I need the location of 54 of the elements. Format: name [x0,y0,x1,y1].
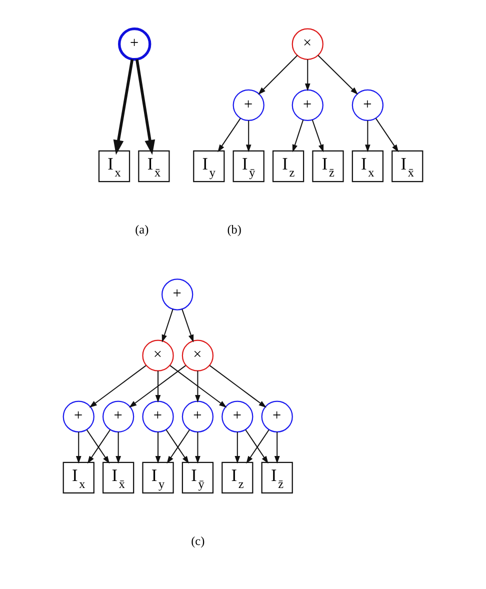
node-circle: × [142,340,174,372]
arrow [135,59,156,155]
node-circle: + [352,89,384,122]
arrow [218,118,241,152]
arrow [195,370,200,403]
arrow [258,55,298,95]
node-circle: + [142,400,174,432]
arrow [292,120,304,152]
node-box: I$_{x̄}$ [102,462,134,494]
node-circle: + [292,89,324,122]
node-box: I$_{y}$ [193,150,225,182]
arrow [116,432,121,464]
node-box: I$_{x}$ [352,150,384,182]
arrow [304,59,310,92]
node-circle: × [182,340,214,372]
arrow [234,432,240,464]
node-box: I$_{z̄}$ [261,462,293,494]
arrow [162,309,174,342]
arrow [209,365,266,408]
arrow [182,309,194,342]
node-circle: + [118,28,152,61]
node-circle: + [232,89,264,122]
node-box: I$_{x̄}$ [392,150,424,182]
arrow [195,432,200,464]
node-box: I$_{x}$ [62,462,94,494]
arrow [318,55,358,95]
arrow [375,118,399,152]
arrow [155,370,161,403]
node-circle: + [222,400,254,432]
arrow [246,120,252,152]
arrow [365,120,370,152]
arrow [76,432,82,464]
node-box: I$_{z̄}$ [312,150,344,182]
node-circle: + [62,400,94,432]
arrow [312,120,324,152]
node-circle: × [292,28,324,60]
arrow [170,365,227,408]
label: (a) [135,222,149,237]
node-box: I$_{x̄}$ [138,150,170,182]
arrow [89,365,146,408]
arrow [113,59,134,155]
node-circle: + [162,278,194,310]
node-box: I$_{z}$ [222,462,254,494]
arrow [155,432,161,464]
node-circle: + [261,400,293,432]
arrow [128,365,186,408]
arrow [274,432,280,464]
node-box: I$_{z}$ [272,150,304,182]
node-box: I$_{y}$ [142,462,174,494]
label: (c) [191,534,205,548]
node-box: I$_{x}$ [98,150,130,182]
node-circle: + [102,400,134,432]
label: (b) [227,222,242,237]
node-circle: + [182,400,214,432]
